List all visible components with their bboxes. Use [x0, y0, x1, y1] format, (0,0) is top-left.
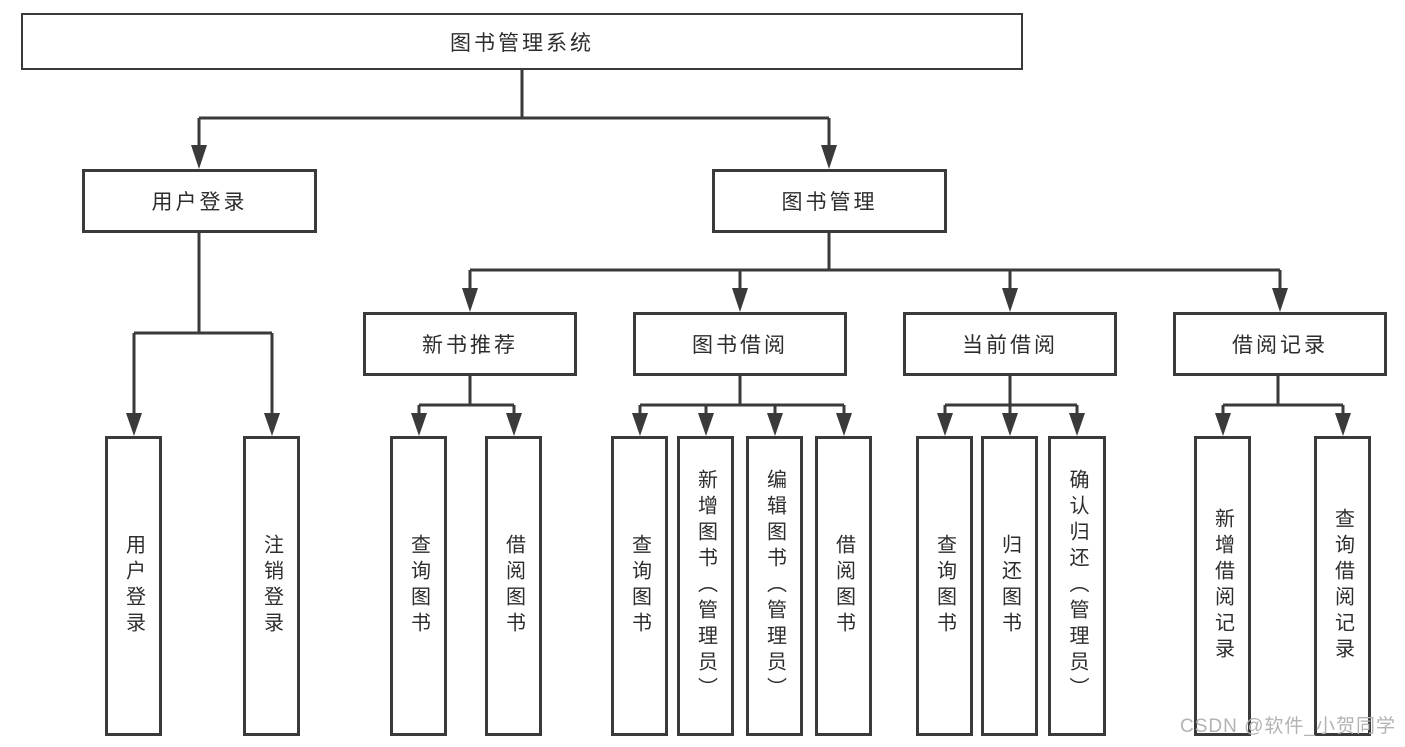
- leaf-borrow-borrow-books: 借阅图书: [815, 436, 872, 736]
- arrowhead-down-icon: [191, 145, 207, 169]
- node-borrow-records-label: 借阅记录: [1232, 334, 1328, 357]
- leaf-borrow-add-books-admin-label: 新增图书（管理员）: [694, 469, 717, 703]
- connector-book-borrow-branch: [632, 376, 852, 436]
- node-new-book-recommend-label: 新书推荐: [422, 334, 518, 357]
- arrowhead-down-icon: [1335, 413, 1351, 436]
- leaf-current-confirm-return-admin-label: 确认归还（管理员）: [1066, 469, 1088, 703]
- node-book-borrow: 图书借阅: [633, 312, 847, 376]
- connector-line: [468, 233, 1282, 289]
- arrowhead-down-icon: [836, 413, 852, 436]
- arrowhead-down-icon: [632, 413, 648, 436]
- node-current-borrow-label: 当前借阅: [962, 334, 1058, 357]
- node-root: 图书管理系统: [21, 13, 1023, 70]
- connector-line: [1221, 376, 1345, 414]
- arrowhead-down-icon: [1002, 288, 1018, 312]
- leaf-newbook-query-books: 查询图书: [390, 436, 447, 736]
- connector-current-borrow-branch: [937, 376, 1085, 436]
- node-current-borrow: 当前借阅: [903, 312, 1117, 376]
- arrowhead-down-icon: [126, 413, 142, 436]
- leaf-current-return-books-label: 归还图书: [998, 534, 1021, 638]
- arrowhead-down-icon: [1002, 413, 1018, 436]
- connector-new-book-branch: [411, 376, 522, 436]
- leaf-current-return-books: 归还图书: [981, 436, 1038, 736]
- node-borrow-records: 借阅记录: [1173, 312, 1387, 376]
- leaf-user-login-label: 用户登录: [122, 534, 145, 638]
- arrowhead-down-icon: [264, 413, 280, 436]
- connector-line: [638, 376, 846, 414]
- leaf-borrow-query-books-label: 查询图书: [628, 534, 651, 638]
- watermark: CSDN @软件_小贺同学: [1180, 716, 1396, 737]
- node-root-label: 图书管理系统: [450, 31, 594, 55]
- arrowhead-down-icon: [1069, 413, 1085, 436]
- leaf-current-query-books: 查询图书: [916, 436, 973, 736]
- leaf-records-query-record: 查询借阅记录: [1314, 436, 1371, 736]
- arrowhead-down-icon: [1215, 413, 1231, 436]
- arrowhead-down-icon: [462, 288, 478, 312]
- arrowhead-down-icon: [1272, 288, 1288, 312]
- leaf-current-query-books-label: 查询图书: [933, 534, 956, 638]
- connector-book-management-branch: [462, 233, 1288, 312]
- arrowhead-down-icon: [506, 413, 522, 436]
- connector-borrow-records-branch: [1215, 376, 1351, 436]
- leaf-logout-login-label: 注销登录: [260, 534, 283, 638]
- leaf-current-confirm-return-admin: 确认归还（管理员）: [1048, 436, 1106, 736]
- leaf-user-login: 用户登录: [105, 436, 162, 736]
- leaf-borrow-borrow-books-label: 借阅图书: [832, 534, 855, 638]
- node-user-login-label: 用户登录: [151, 191, 248, 214]
- leaf-borrow-query-books: 查询图书: [611, 436, 668, 736]
- leaf-logout-login: 注销登录: [243, 436, 300, 736]
- leaf-borrow-edit-books-admin: 编辑图书（管理员）: [746, 436, 803, 736]
- arrowhead-down-icon: [937, 413, 953, 436]
- connector-line: [132, 233, 274, 414]
- leaf-records-add-record: 新增借阅记录: [1194, 436, 1251, 736]
- arrowhead-down-icon: [821, 145, 837, 169]
- leaf-records-add-record-label: 新增借阅记录: [1211, 508, 1234, 664]
- connector-line: [197, 70, 831, 146]
- arrowhead-down-icon: [732, 288, 748, 312]
- node-new-book-recommend: 新书推荐: [363, 312, 577, 376]
- leaf-newbook-query-books-label: 查询图书: [407, 534, 430, 638]
- arrowhead-down-icon: [698, 413, 714, 436]
- arrowhead-down-icon: [411, 413, 427, 436]
- leaf-newbook-borrow-books: 借阅图书: [485, 436, 542, 736]
- node-book-management: 图书管理: [712, 169, 947, 233]
- arrowhead-down-icon: [767, 413, 783, 436]
- connector-root-to-level2: [191, 70, 837, 169]
- leaf-borrow-add-books-admin: 新增图书（管理员）: [677, 436, 734, 736]
- node-user-login: 用户登录: [82, 169, 317, 233]
- connector-line: [943, 376, 1079, 414]
- leaf-newbook-borrow-books-label: 借阅图书: [502, 534, 525, 638]
- node-book-borrow-label: 图书借阅: [692, 334, 788, 357]
- leaf-borrow-edit-books-admin-label: 编辑图书（管理员）: [763, 469, 786, 703]
- connector-line: [417, 376, 516, 414]
- node-book-management-label: 图书管理: [781, 191, 878, 214]
- connector-user-login-branch: [126, 233, 280, 436]
- leaf-records-query-record-label: 查询借阅记录: [1331, 508, 1354, 664]
